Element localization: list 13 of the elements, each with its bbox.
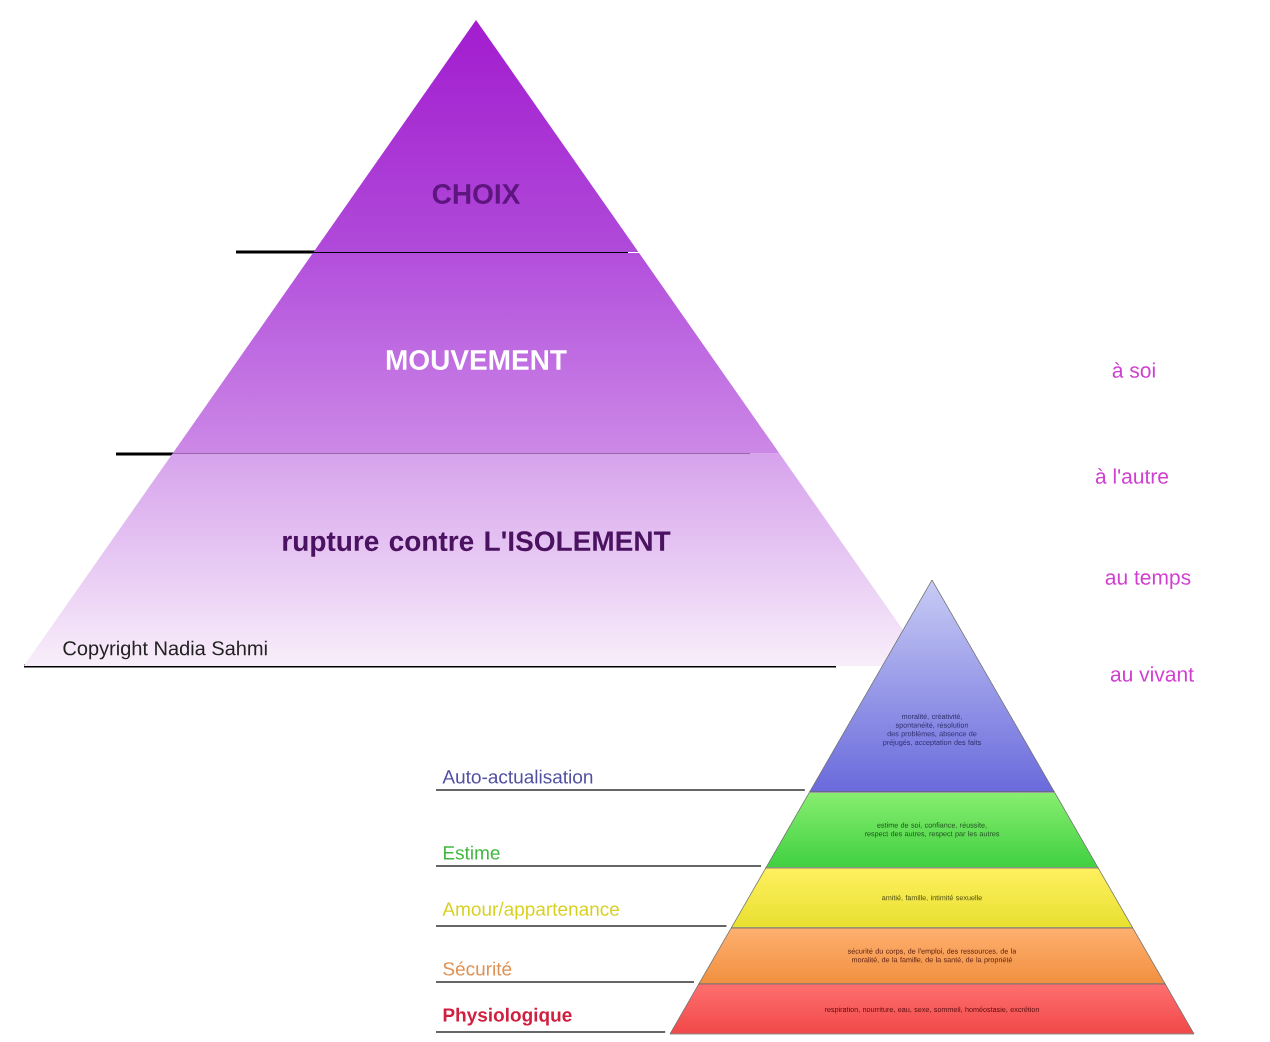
copyright-note: Copyright Nadia Sahmi	[63, 640, 267, 660]
level-label: Auto-actualisation	[442, 769, 593, 784]
pyramid-level: rupture contre L'ISOLEMENT	[283, 531, 671, 557]
pyramid-level: CHOIX	[432, 184, 521, 204]
level-label: Amour/appartenance	[442, 901, 619, 920]
side-label: au temps	[1105, 571, 1191, 589]
level-label: Sécurité	[443, 961, 512, 976]
pyramid-level: MOUVEMENT	[386, 350, 567, 370]
level-label: Physiologique	[443, 1007, 572, 1026]
side-label: à soi	[1112, 362, 1155, 378]
level-label: Estime	[444, 845, 500, 860]
side-label: au vivant	[1110, 666, 1194, 682]
side-label: à l'autre	[1095, 468, 1169, 484]
